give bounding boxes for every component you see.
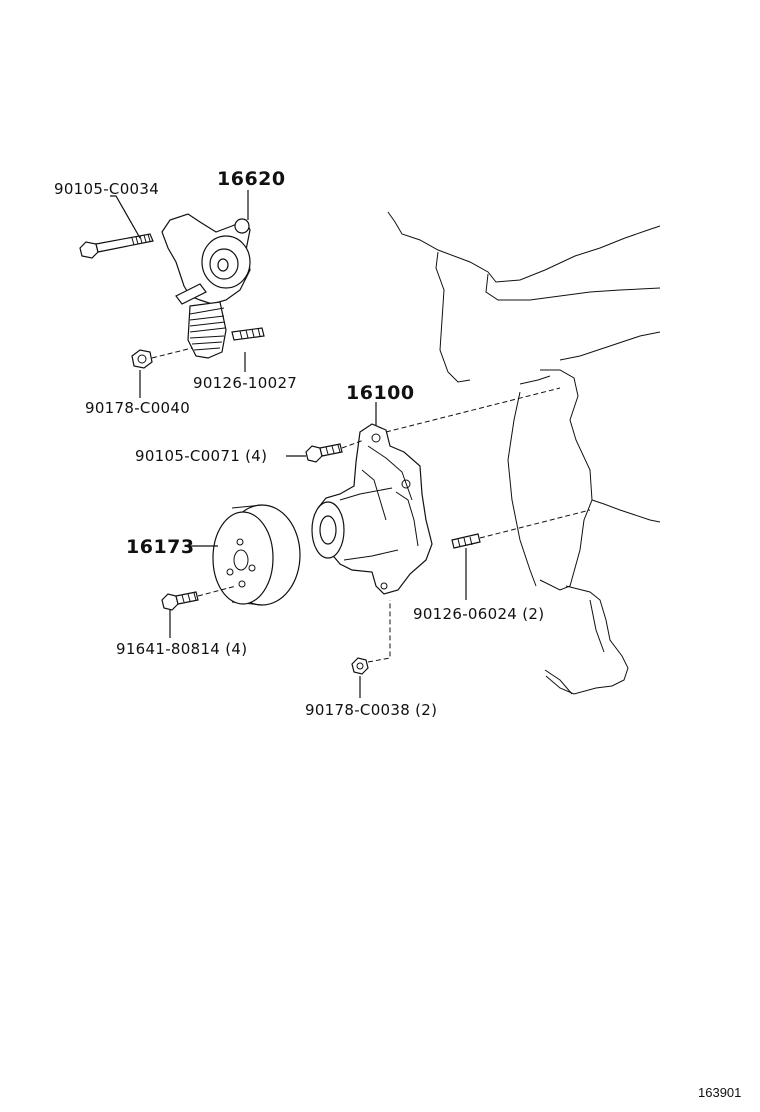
label-nut-tensioner: 90178-C0040 — [85, 399, 190, 417]
label-bolt-pulley: 91641-80814 (4) — [116, 640, 247, 658]
leader-lines — [110, 190, 467, 698]
label-pulley: 16173 — [126, 536, 195, 558]
label-bolt-tensioner: 90105-C0034 — [54, 180, 159, 198]
diagram-id: 163901 — [698, 1085, 741, 1100]
label-water-pump: 16100 — [346, 382, 415, 404]
tensioner-assembly — [79, 213, 265, 369]
engine-block-outline — [387, 211, 661, 695]
label-nut-pump: 90178-C0038 (2) — [305, 701, 437, 719]
pulley — [161, 504, 301, 611]
label-bolt-pump: 90105-C0071 (4) — [135, 447, 267, 465]
pump-stud — [451, 509, 591, 549]
pump-nut — [351, 600, 391, 675]
label-stud-pump: 90126-06024 (2) — [413, 605, 544, 623]
label-stud-tensioner: 90126-10027 — [193, 374, 297, 392]
label-tensioner: 16620 — [217, 168, 286, 190]
water-pump — [305, 387, 561, 595]
